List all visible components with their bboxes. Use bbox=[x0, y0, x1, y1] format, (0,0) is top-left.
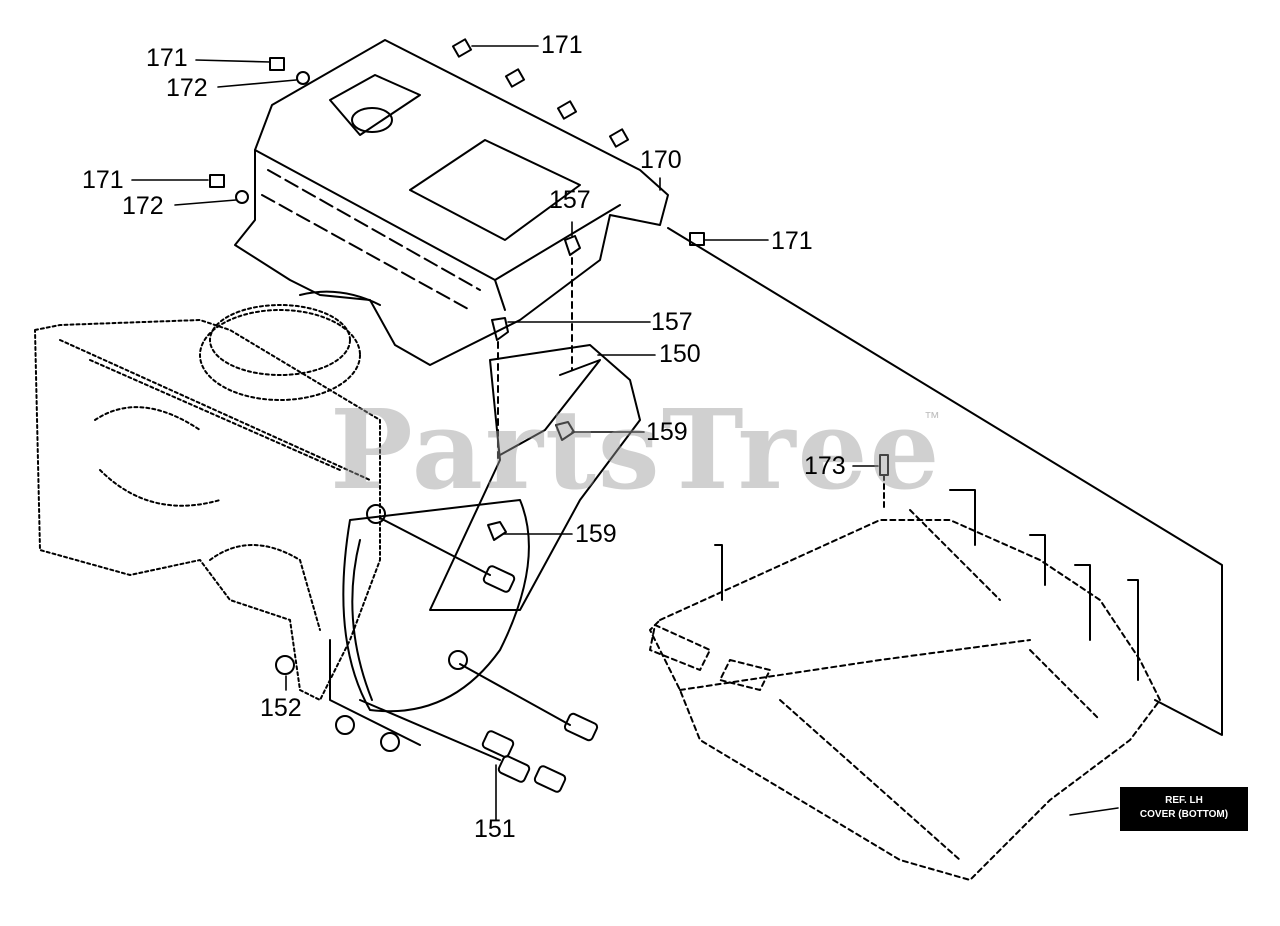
partstree-watermark: PartsTree bbox=[330, 385, 942, 514]
callout-173: 173 bbox=[804, 452, 846, 480]
callout-171-right: 171 bbox=[771, 227, 813, 255]
reference-label-line1: REF. LH bbox=[1165, 795, 1203, 806]
callout-171-mid-left: 171 bbox=[82, 166, 124, 194]
engine-assembly bbox=[34, 304, 381, 701]
reference-label-box: REF. LH COVER (BOTTOM) bbox=[1120, 787, 1248, 831]
callout-150: 150 bbox=[659, 340, 701, 368]
side-shield-part-150 bbox=[329, 344, 641, 746]
top-cover-part-170 bbox=[234, 39, 669, 366]
bolts-and-nuts bbox=[275, 504, 599, 793]
callout-151: 151 bbox=[474, 815, 516, 843]
callout-157-lower: 157 bbox=[651, 308, 693, 336]
reference-label-line2: COVER (BOTTOM) bbox=[1139, 809, 1229, 820]
lh-bottom-cover bbox=[649, 509, 1161, 881]
callout-152: 152 bbox=[260, 694, 302, 722]
callout-159-upper: 159 bbox=[646, 418, 688, 446]
callout-171-top-left: 171 bbox=[146, 44, 188, 72]
callout-170: 170 bbox=[640, 146, 682, 174]
reference-line bbox=[667, 227, 1223, 736]
callout-159-lower: 159 bbox=[575, 520, 617, 548]
trademark-symbol: ™ bbox=[924, 410, 940, 427]
callout-172-mid-left: 172 bbox=[122, 192, 164, 220]
callout-157-upper: 157 bbox=[549, 186, 591, 214]
callout-171-top-right: 171 bbox=[541, 31, 583, 59]
callout-leaders bbox=[131, 45, 1119, 821]
cover-tabs bbox=[714, 454, 1139, 681]
cover-screws bbox=[209, 38, 705, 246]
callout-172-top-left: 172 bbox=[166, 74, 208, 102]
